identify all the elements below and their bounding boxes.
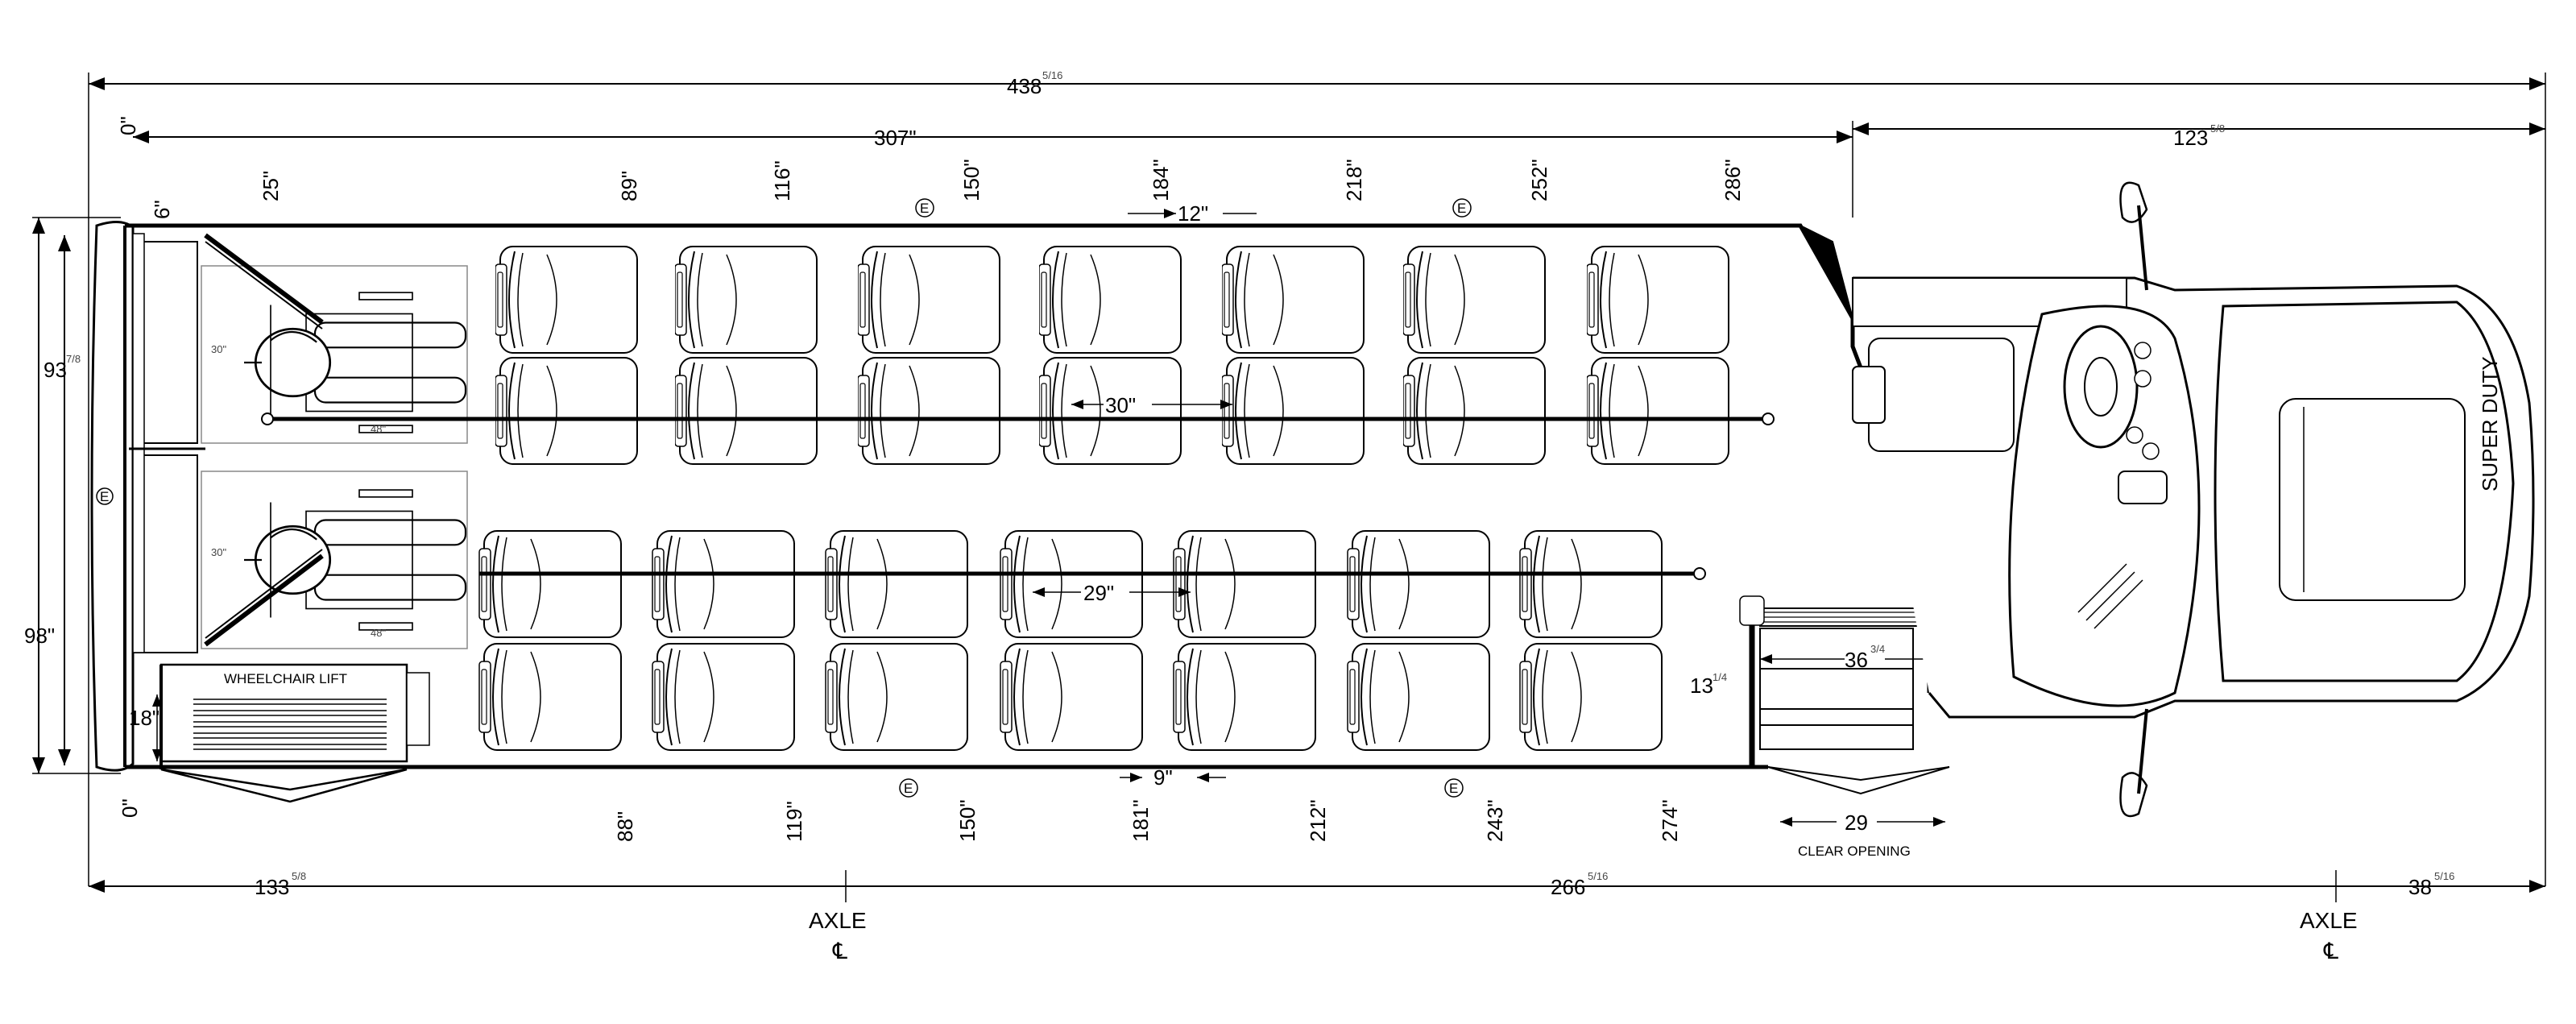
emergency-exit-bottom-1-icon: E bbox=[904, 781, 913, 796]
seat-row-upper-2 bbox=[675, 246, 818, 465]
front-overhang-fraction: 5/16 bbox=[2434, 870, 2454, 882]
body-length-dimension: 307" bbox=[133, 126, 1853, 150]
top-mark-184: 184" bbox=[1149, 159, 1173, 201]
top-mark-252: 252" bbox=[1527, 159, 1551, 201]
seat-row-upper-7 bbox=[1587, 246, 1729, 465]
rear-emergency-exit-icon: E bbox=[100, 489, 109, 504]
entry-stepwell: 36 3/4 13 1/4 29 CLEAR OPENING bbox=[1690, 595, 1965, 859]
wheelbase-label: 266 bbox=[1551, 875, 1585, 899]
emergency-exit-bottom-2: E bbox=[1444, 778, 1464, 798]
seat-gap-upper-label: 12" bbox=[1178, 201, 1208, 226]
driver-cab: SUPER DUTY bbox=[1852, 181, 2535, 818]
front-axle-centerline: AXLE ℄ bbox=[2300, 908, 2358, 964]
bottom-mark-181: 181" bbox=[1129, 799, 1153, 842]
step-depth-fraction: 1/4 bbox=[1713, 671, 1727, 683]
bottom-mark-274: 274" bbox=[1658, 799, 1682, 842]
cab-length-fraction: 5/8 bbox=[2210, 122, 2225, 135]
door-width-label: 36 bbox=[1845, 648, 1868, 672]
step-depth-label: 13 bbox=[1690, 674, 1713, 698]
overall-length-dimension: 438 5/16 bbox=[88, 69, 2546, 886]
hood-label: SUPER DUTY bbox=[2478, 356, 2502, 491]
bottom-station-marks: 88" 119" 150" 181" 212" 243" 274" bbox=[613, 799, 1682, 842]
bottom-mark-243: 243" bbox=[1483, 799, 1507, 842]
width-upper-label: 93 bbox=[43, 358, 67, 382]
width-upper-fraction: 7/8 bbox=[66, 353, 81, 365]
wheelchair-width-label-upper: 30" bbox=[211, 343, 226, 355]
overall-length-label: 438 bbox=[1007, 74, 1042, 98]
wheelchair-lift: WHEELCHAIR LIFT 18" bbox=[129, 663, 430, 803]
rear-axle-centerline: AXLE ℄ bbox=[809, 908, 867, 964]
wheelchair-width-label-lower: 30" bbox=[211, 546, 226, 558]
seat-row-lower-3 bbox=[824, 529, 969, 752]
emergency-exit-bottom-2-icon: E bbox=[1449, 781, 1458, 796]
rear-overhang-label: 133 bbox=[255, 875, 289, 899]
front-axle-centerline-symbol: ℄ bbox=[2323, 939, 2338, 964]
clear-opening-label: CLEAR OPENING bbox=[1798, 844, 1911, 859]
wheelchair-position-upper: 30" 48" bbox=[201, 233, 468, 444]
bottom-mark-119: 119" bbox=[782, 801, 806, 842]
top-mark-218: 218" bbox=[1342, 159, 1366, 201]
top-mark-25: 25" bbox=[259, 171, 283, 201]
top-mark-89: 89" bbox=[617, 171, 641, 201]
wheelbase-fraction: 5/16 bbox=[1588, 870, 1608, 882]
emergency-exit-top-2-icon: E bbox=[1457, 201, 1466, 216]
lift-depth-label: 18" bbox=[129, 706, 159, 730]
rear-axle-centerline-symbol: ℄ bbox=[832, 939, 847, 964]
seat-row-upper-4 bbox=[1039, 246, 1182, 465]
seat-row-lower-5 bbox=[1172, 529, 1317, 752]
front-overhang-label: 38 bbox=[2408, 875, 2432, 899]
top-station-marks: 25" 89" 116" 150" 184" 218" 252" 286" bbox=[259, 159, 1745, 201]
seat-row-upper-5 bbox=[1222, 246, 1365, 465]
seat-row-lower-7 bbox=[1518, 529, 1663, 752]
rear-offset-label: 6" bbox=[150, 200, 174, 219]
wheelchair-length-label-upper: 48" bbox=[371, 423, 386, 435]
wheelchair-lift-label: WHEELCHAIR LIFT bbox=[224, 671, 347, 686]
bottom-dimension-line: 133 5/8 266 5/16 38 5/16 bbox=[89, 870, 2545, 902]
wheelchair-position-lower: 30" 48" bbox=[201, 471, 468, 649]
lower-seat-block bbox=[478, 529, 1706, 752]
top-mark-150: 150" bbox=[959, 159, 984, 201]
aisle-lower-dimension: 29" bbox=[1033, 581, 1191, 605]
seat-row-upper-1 bbox=[495, 246, 638, 465]
seat-row-lower-1 bbox=[478, 529, 623, 752]
emergency-exit-top-1: E bbox=[915, 198, 934, 218]
bottom-mark-88: 88" bbox=[613, 811, 637, 842]
emergency-exit-bottom-1: E bbox=[899, 778, 918, 798]
zero-top-label: 0" bbox=[116, 116, 140, 135]
emergency-exit-top-2: E bbox=[1452, 198, 1472, 218]
cab-length-label: 123 bbox=[2173, 126, 2208, 150]
bottom-mark-212: 212" bbox=[1306, 799, 1330, 842]
emergency-exit-top-1-icon: E bbox=[920, 201, 929, 216]
seat-gap-upper-dimension: 12" bbox=[1128, 201, 1257, 226]
cab-length-dimension: 123 5/8 bbox=[1852, 121, 2545, 218]
seat-row-upper-6 bbox=[1403, 246, 1546, 465]
zero-bottom-label: 0" bbox=[118, 798, 142, 818]
seat-row-lower-4 bbox=[999, 529, 1144, 752]
front-axle-label: AXLE bbox=[2300, 908, 2358, 933]
aisle-upper-dimension: 30" bbox=[1071, 393, 1232, 417]
bus-body: E bbox=[90, 221, 1932, 772]
seat-row-lower-6 bbox=[1346, 529, 1491, 752]
bottom-mark-150: 150" bbox=[955, 799, 979, 842]
seat-row-upper-3 bbox=[858, 246, 1000, 465]
rear-axle-label: AXLE bbox=[809, 908, 867, 933]
top-mark-286: 286" bbox=[1721, 159, 1745, 201]
seat-gap-lower-dimension: 9" bbox=[1120, 765, 1226, 790]
aisle-upper-label: 30" bbox=[1105, 393, 1136, 417]
top-mark-116: 116" bbox=[770, 160, 794, 201]
door-clear-label: 29 bbox=[1845, 810, 1868, 835]
door-width-fraction: 3/4 bbox=[1870, 643, 1885, 655]
overall-length-fraction: 5/16 bbox=[1042, 69, 1062, 81]
body-length-label: 307" bbox=[874, 126, 917, 150]
seat-row-lower-2 bbox=[651, 529, 796, 752]
width-dimensions: 93 7/8 98" bbox=[24, 217, 121, 774]
rear-overhang-fraction: 5/8 bbox=[292, 870, 306, 882]
upper-seat-block bbox=[261, 246, 1775, 465]
wheelchair-length-label-lower: 48" bbox=[371, 627, 386, 639]
aisle-lower-label: 29" bbox=[1083, 581, 1114, 605]
width-overall-label: 98" bbox=[24, 624, 55, 648]
seat-gap-lower-label: 9" bbox=[1153, 765, 1173, 790]
